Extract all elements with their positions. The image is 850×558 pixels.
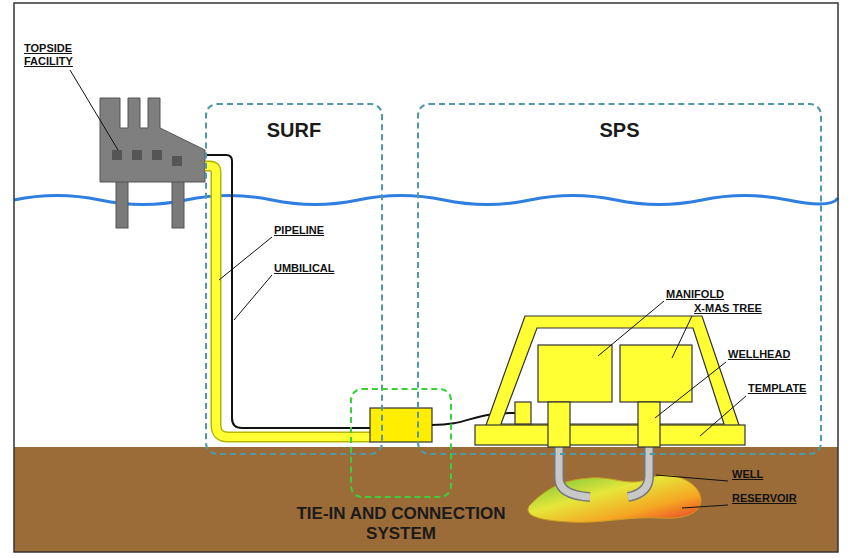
topside-platform: [100, 98, 205, 228]
region-title: SPS: [419, 119, 820, 142]
region-title: SURF: [207, 119, 381, 142]
pipeline: [205, 166, 370, 437]
picture-frame: [14, 3, 838, 552]
seabed: [14, 447, 838, 552]
well-tubes: [559, 445, 649, 497]
tie-in-region: TIE-IN AND CONNECTION SYSTEM: [350, 388, 452, 498]
part-label: TOPSIDE FACILITY: [24, 42, 96, 68]
surf-region: SURF: [205, 103, 383, 455]
part-label: RESERVOIR: [732, 492, 797, 505]
part-label: X-MAS TREE: [694, 302, 762, 315]
part-label: UMBILICAL: [274, 262, 335, 275]
region-title: TIE-IN AND CONNECTION SYSTEM: [296, 504, 506, 543]
part-label: MANIFOLD: [666, 288, 724, 301]
pipeline-outline: [205, 166, 370, 437]
part-label: PIPELINE: [274, 224, 324, 237]
sps-region: SPS: [417, 103, 822, 455]
part-label: WELLHEAD: [728, 348, 790, 361]
template-structure: [475, 316, 745, 447]
reservoir-blob: [528, 475, 701, 522]
part-label: WELL: [732, 468, 763, 481]
leader-lines: [70, 70, 746, 508]
sea-surface: [14, 196, 838, 205]
tie-in-connector: [370, 408, 432, 442]
part-label: TEMPLATE: [748, 382, 806, 395]
umbilical: [205, 155, 370, 428]
